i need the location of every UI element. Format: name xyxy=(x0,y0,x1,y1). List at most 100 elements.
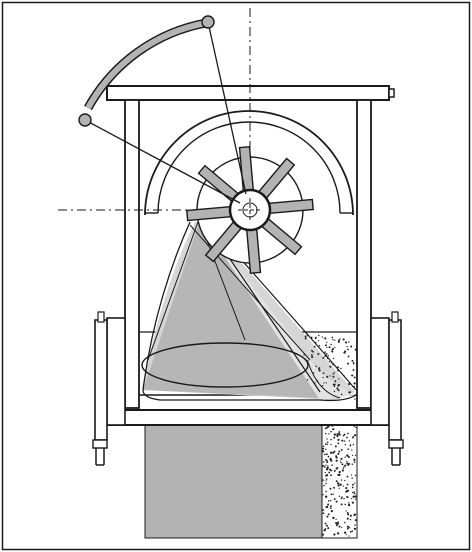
speckle-dot xyxy=(348,535,350,537)
speckle-dot xyxy=(343,433,346,436)
speckle-dot xyxy=(335,524,338,527)
speckle-dot xyxy=(330,474,332,477)
speckle-dot xyxy=(330,469,333,472)
speckle-dot xyxy=(322,479,324,481)
speckle-dot xyxy=(333,486,336,489)
speckle-dot xyxy=(326,438,328,440)
speckle-dot xyxy=(325,478,328,480)
speckle-dot xyxy=(327,354,330,357)
speckle-dot xyxy=(326,426,329,429)
speckle-dot xyxy=(349,444,352,447)
speckle-dot xyxy=(323,382,325,384)
housing-walls xyxy=(124,99,372,409)
speckle-dot xyxy=(348,440,351,442)
speckle-dot xyxy=(348,341,350,343)
speckle-dot xyxy=(318,369,321,372)
speckle-dot xyxy=(337,389,340,392)
speckle-dot xyxy=(344,531,347,534)
speckle-dot xyxy=(333,428,335,430)
speckle-dot xyxy=(333,498,336,500)
speckle-dot xyxy=(338,487,340,489)
speckle-dot xyxy=(342,338,345,341)
speckle-dot xyxy=(352,443,355,446)
speckle-dot xyxy=(339,338,341,340)
speckle-dot xyxy=(347,348,349,351)
speckle-dot xyxy=(312,372,315,374)
speckle-dot xyxy=(348,391,351,394)
speckle-dot xyxy=(339,460,342,462)
speckle-dot xyxy=(350,345,353,348)
speckle-dot xyxy=(346,483,349,486)
speckle-dot xyxy=(344,443,347,446)
speckle-dot xyxy=(347,527,349,530)
speckle-dot xyxy=(322,533,325,536)
speckle-dot xyxy=(327,455,330,458)
speckle-dot xyxy=(347,448,349,450)
speckle-dot xyxy=(338,339,340,342)
speckle-dot xyxy=(325,524,328,527)
speckle-dot xyxy=(324,351,326,353)
speckle-dot xyxy=(331,350,334,353)
speckle-dot xyxy=(354,495,357,498)
speckle-dot xyxy=(333,450,336,453)
speckle-dot xyxy=(332,357,335,360)
speckle-dot xyxy=(336,433,339,436)
speckle-dot xyxy=(346,511,349,514)
speckle-dot xyxy=(344,479,346,482)
speckle-dot xyxy=(351,530,354,533)
speckle-dot xyxy=(341,463,344,466)
inner-arch xyxy=(144,110,354,216)
speckle-dot xyxy=(353,458,356,461)
speckle-dot xyxy=(329,507,332,509)
speckle-dot xyxy=(330,499,332,502)
speckle-dot xyxy=(324,427,327,430)
speckle-dot xyxy=(341,526,343,529)
speckle-dot xyxy=(349,531,352,533)
speckle-dot xyxy=(335,455,338,458)
speckle-dot xyxy=(345,486,348,490)
speckle-dot xyxy=(324,471,326,474)
arc-pivot-upper xyxy=(201,15,215,29)
speckle-dot xyxy=(314,336,317,340)
speckle-dot xyxy=(330,438,332,441)
speckle-dot xyxy=(340,367,342,370)
speckle-dot xyxy=(335,459,338,462)
speckle-dot xyxy=(338,470,341,473)
speckle-dot xyxy=(321,385,324,387)
speckle-dot xyxy=(333,433,336,436)
speckle-dot xyxy=(340,479,343,481)
speckle-dot xyxy=(354,482,356,484)
speckle-dot xyxy=(335,500,338,503)
impeller xyxy=(186,146,314,274)
speckle-dot xyxy=(326,443,329,445)
speckle-dot xyxy=(328,433,330,435)
speckle-dot xyxy=(310,354,313,356)
speckle-dot xyxy=(337,438,340,441)
speckle-dot xyxy=(346,475,349,478)
speckle-dot xyxy=(322,509,325,511)
speckle-dot xyxy=(329,468,331,470)
speckle-dot xyxy=(347,513,350,516)
speckle-dot xyxy=(326,346,328,349)
speckle-dot xyxy=(351,454,354,456)
speckle-dot xyxy=(326,459,328,462)
speckle-dot xyxy=(342,467,344,470)
speckle-dot xyxy=(355,426,357,429)
speckle-dot xyxy=(344,503,346,505)
speckle-dot xyxy=(338,495,341,497)
speckle-dot xyxy=(317,340,320,342)
lower-column xyxy=(144,424,358,539)
speckle-dot xyxy=(318,367,321,370)
speckle-dot xyxy=(330,493,333,496)
speckle-dot xyxy=(346,462,349,465)
speckle-dot xyxy=(337,442,340,445)
speckle-dot xyxy=(329,487,332,490)
speckle-dot xyxy=(351,498,353,500)
speckle-dot xyxy=(324,528,327,530)
speckle-dot xyxy=(324,337,327,340)
speckle-dot xyxy=(312,350,314,353)
speckle-dot xyxy=(318,334,320,337)
speckle-dot xyxy=(335,518,337,521)
lid-plate xyxy=(106,85,395,101)
